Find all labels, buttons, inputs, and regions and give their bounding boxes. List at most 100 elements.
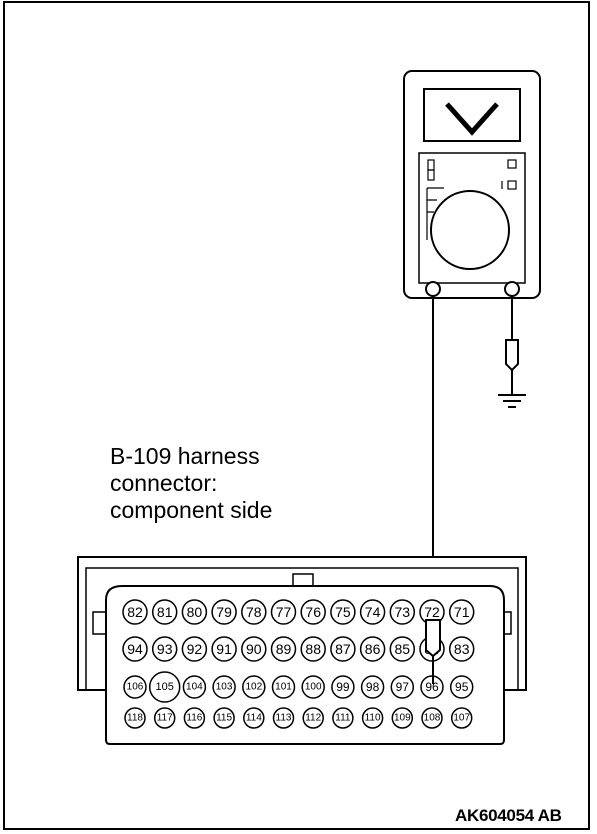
pin-label: 86 (365, 641, 381, 657)
connector-pin: 80 (181, 599, 208, 625)
connector-pin: 99 (331, 675, 355, 699)
harness-connector (77, 556, 527, 745)
pin-circle (211, 636, 237, 662)
pin-label: 99 (336, 680, 350, 694)
pin-circle (331, 675, 355, 699)
connector-pin: 88 (300, 636, 326, 662)
pin-circle (181, 599, 208, 625)
pin-circle (359, 636, 386, 662)
pin-circle (183, 707, 206, 729)
connector-pin: 81 (151, 599, 178, 625)
pin-circle (151, 599, 178, 625)
pin-label: 87 (335, 641, 351, 657)
connector-pin: 107 (450, 707, 473, 729)
pin-label: 111 (335, 713, 351, 724)
pin-circle (449, 675, 474, 699)
pin-label: 113 (276, 713, 292, 724)
pin-circle (148, 671, 181, 703)
pin-circle (330, 599, 356, 625)
meter-indicator-icon (507, 159, 517, 169)
pin-label: 97 (396, 680, 410, 694)
pin-label: 106 (127, 682, 144, 693)
connector-pin: 96 (420, 675, 444, 699)
pin-label: 109 (394, 713, 411, 724)
connector-pin: 92 (181, 636, 208, 662)
pin-label: 98 (366, 680, 380, 694)
voltmeter-panel (418, 152, 526, 284)
connector-pin: 109 (391, 707, 414, 729)
connector-pin: 87 (330, 636, 356, 662)
pin-circle (300, 599, 326, 625)
pin-circle (123, 675, 147, 699)
connector-pin: 103 (212, 675, 236, 699)
connector-pin: 79 (211, 599, 237, 625)
connector-pin: 97 (390, 675, 415, 699)
connector-pin: 94 (122, 636, 148, 662)
connector-pin: 117 (153, 707, 176, 729)
pin-circle (213, 707, 235, 729)
pin-label: 95 (455, 680, 469, 694)
connector-pin: 106 (123, 675, 147, 699)
pin-label: 89 (276, 641, 292, 657)
connector-label-line3: component side (110, 497, 273, 523)
pin-label: 73 (395, 604, 411, 620)
negative-terminal-icon (425, 281, 441, 297)
pin-label: 71 (454, 604, 470, 620)
pin-label: 93 (157, 641, 173, 657)
pin-label: 77 (276, 604, 292, 620)
pin-label: 105 (156, 681, 174, 693)
pin-circle (270, 636, 297, 662)
pin-label: 107 (453, 713, 470, 724)
pin-label: 94 (127, 641, 143, 657)
connector-pin: 114 (243, 707, 265, 729)
connector-pin: 110 (361, 707, 384, 729)
pin-circle (151, 636, 178, 662)
pin-label: 102 (245, 682, 262, 693)
pin-label: 100 (305, 682, 322, 693)
connector-pin: 72 (419, 599, 445, 625)
connector-pin: 86 (359, 636, 386, 662)
pin-label: 103 (216, 682, 233, 693)
connector-pin: 115 (213, 707, 235, 729)
pin-label: 116 (186, 713, 202, 724)
connector-pin: 112 (302, 707, 324, 729)
connector-pin: 105 (148, 671, 181, 703)
connector-label: B-109 harness connector: component side (110, 443, 272, 524)
pin-circle (448, 636, 475, 662)
connector-pin: 75 (330, 599, 356, 625)
pin-label: 76 (305, 604, 321, 620)
connector-key-left (92, 611, 107, 635)
pin-label: 80 (187, 604, 203, 620)
pin-label: 118 (127, 713, 143, 724)
pin-label: 75 (335, 604, 351, 620)
pin-circle (270, 599, 297, 625)
connector-pin: 76 (300, 599, 326, 625)
pin-label: 88 (305, 641, 321, 657)
connector-pin: 89 (270, 636, 297, 662)
pin-circle (124, 707, 146, 729)
meter-dial-icon (430, 190, 510, 270)
pin-label: 79 (216, 604, 232, 620)
pin-circle (389, 599, 416, 625)
pin-label: 85 (395, 641, 411, 657)
pin-circle (241, 636, 267, 662)
connector-pin: 82 (122, 599, 148, 625)
connector-pin: 100 (301, 675, 325, 699)
connector-pin: 113 (272, 707, 295, 729)
connector-pin: 91 (211, 636, 237, 662)
pin-circle (391, 707, 414, 729)
connector-pin: 116 (183, 707, 206, 729)
connector-label-line2: connector: (110, 470, 218, 496)
meter-indicator-icon (507, 180, 517, 190)
pin-circle (122, 636, 148, 662)
positive-terminal-icon (504, 281, 520, 297)
pin-circle (272, 707, 295, 729)
pin-circle (302, 707, 324, 729)
pin-label: 115 (216, 713, 232, 724)
voltmeter (403, 70, 541, 299)
connector-face (105, 585, 505, 745)
pin-circle (301, 675, 325, 699)
pin-circle (122, 599, 148, 625)
pin-label: 81 (157, 604, 173, 620)
